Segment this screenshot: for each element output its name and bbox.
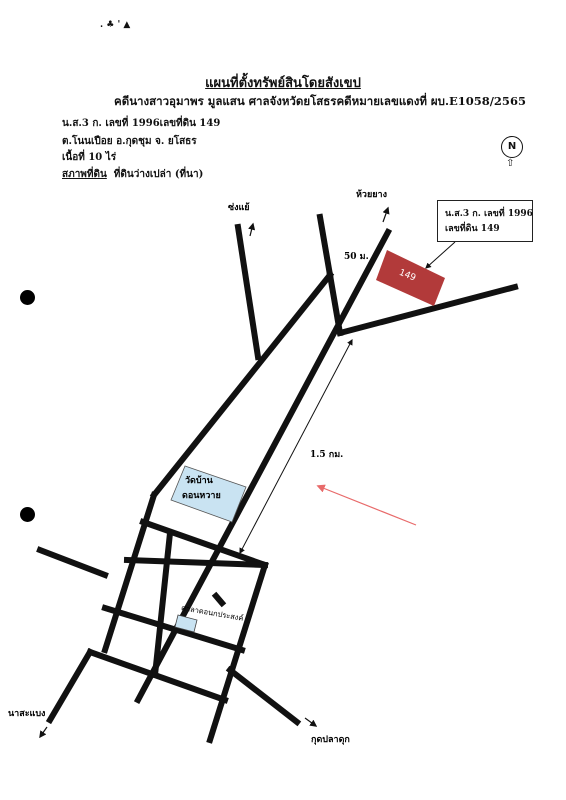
distance-50m: 50 ม. <box>344 252 369 262</box>
dim-50m <box>343 258 374 316</box>
road-grid-1 <box>139 518 269 569</box>
plot-deed-line: น.ส.3 ก. เลขที่ 1996 <box>445 209 533 219</box>
road-village-left <box>101 491 158 654</box>
punch-hole-top <box>20 290 35 305</box>
road-fork-link <box>326 271 344 337</box>
road-grid-2 <box>123 556 269 569</box>
deed-number: น.ส.3 ก. เลขที่ 1996เลขที่ดิน 149 <box>62 118 221 129</box>
location-line: ต.โนนเปือย อ.กุดชุม จ. ยโสธร <box>62 136 197 147</box>
arrow-south-west <box>39 726 48 739</box>
corner-scribble: . ♣ ' ▲ <box>100 20 131 30</box>
road-east <box>336 283 519 337</box>
road-grid-v3 <box>211 591 227 608</box>
plot-number-line: เลขที่ดิน 149 <box>445 224 500 234</box>
dim-1-5km <box>239 338 353 555</box>
road-grid-3 <box>101 604 246 654</box>
road-grid-v2 <box>206 561 269 744</box>
dest-north-right: ห้วยยาง <box>356 189 387 200</box>
plot-info-box: น.ส.3 ก. เลขที่ 1996 เลขที่ดิน 149 <box>437 200 533 242</box>
map-title: แผนที่ตั้งทรัพย์สินโดยสังเขป <box>205 76 361 91</box>
land-condition-value: ที่ดินว่างเปล่า (ที่นา) <box>113 169 204 180</box>
road-west <box>36 546 109 579</box>
temple-label-2: ดอนหวาย <box>182 491 221 501</box>
land-condition: สภาพที่ดิน ที่ดินว่างเปล่า (ที่นา) <box>62 167 203 182</box>
dest-south-west: นาสะแบง <box>8 709 45 719</box>
dest-north-left: ซ่งแย้ <box>228 202 250 213</box>
dest-south-east: กุดปลาดุก <box>311 734 350 745</box>
punch-hole-bottom <box>20 507 35 522</box>
arrow-south-east <box>304 717 318 727</box>
case-subtitle: คดีนางสาวอุมาพร มูลแสน ศาลจังหวัดยโสธรคด… <box>114 94 526 108</box>
parcel-149 <box>376 250 445 306</box>
area-line: เนื้อที่ 10 ไร่ <box>62 152 117 163</box>
road-southeast <box>225 665 302 727</box>
land-condition-label: สภาพที่ดิน <box>62 169 107 180</box>
road-north-left <box>234 223 262 361</box>
plot-callout-arrow <box>425 241 456 269</box>
road-north-mid <box>316 213 334 279</box>
temple-label-1: วัดบ้าน <box>185 475 214 486</box>
road-southwest <box>45 647 95 725</box>
north-compass-icon: N <box>501 136 523 158</box>
road-grid-v1 <box>151 529 174 679</box>
red-pointer-arrow <box>316 484 417 526</box>
distance-1-5km: 1.5 กม. <box>310 450 343 460</box>
arrow-north-left <box>248 222 256 237</box>
pavilion-area <box>174 614 198 633</box>
north-arrow-icon: ⇧ <box>506 158 515 169</box>
arrow-north-right <box>382 206 390 223</box>
temple-area <box>170 465 247 523</box>
